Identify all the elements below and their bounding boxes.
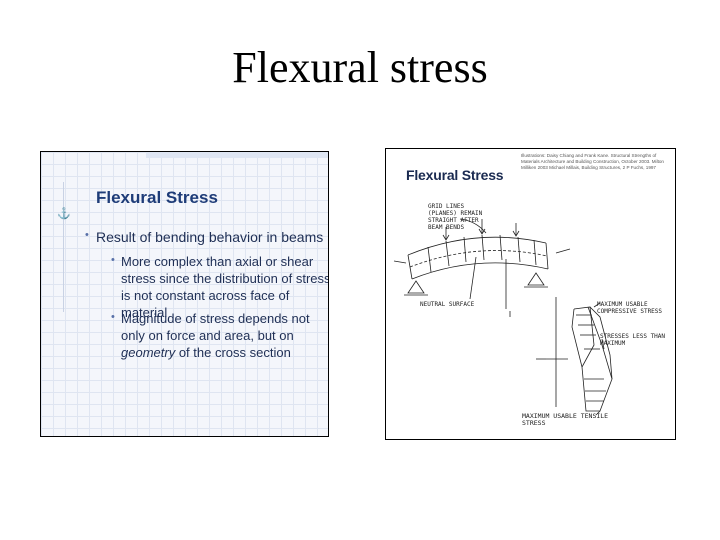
neutral-axis-line — [409, 250, 548, 268]
label-max-compressive: MAXIMUM USABLE COMPRESSIVE STRESS — [597, 301, 663, 315]
label-grid-lines: GRID LINES (PLANES) REMAIN STRAIGHT AFTE… — [428, 203, 483, 231]
label-neutral-surface: NEUTRAL SURFACE — [420, 301, 475, 308]
slide-margin-line — [63, 182, 64, 312]
embedded-slide-title: Flexural Stress — [96, 188, 218, 207]
label-max-tensile: MAXIMUM USABLE TENSILE STRESS — [522, 412, 609, 427]
page-title: Flexural stress — [232, 43, 488, 92]
anchor-icon: ⚓ — [57, 208, 71, 220]
sub-bullet-2: • Magnitude of stress depends not only o… — [111, 310, 328, 361]
illustration-citation: Illustrations: Daisy Chiang and Frank Ka… — [521, 153, 664, 170]
sub-bullet-1: • More complex than axial or shear stres… — [111, 253, 329, 321]
beam-top-edge — [407, 236, 547, 256]
slide-header-bar — [146, 152, 328, 158]
label-stresses-less: STRESSES LESS THAN MAXIMUM — [600, 333, 666, 347]
sub-bullet-2-before: Magnitude of stress depends not only on … — [121, 311, 310, 343]
sub-bullet-2-after: of the cross section — [175, 345, 291, 360]
right-illustration-image: Illustrations: Daisy Chiang and Frank Ka… — [385, 148, 676, 440]
stress-distribution-sketch — [536, 297, 613, 416]
beam-bending-sketch — [393, 218, 613, 416]
left-slide-image: ⚓ Flexural Stress • Result of bending be… — [40, 151, 329, 437]
beam-bottom-edge — [411, 262, 549, 280]
illustration-title: Flexural Stress — [406, 167, 504, 183]
bullet-main-text: Result of bending behavior in beams — [96, 229, 324, 245]
bullet-dot-icon: • — [111, 254, 115, 266]
bullet-main: • Result of bending behavior in beams — [85, 229, 324, 245]
sub-bullet-1-text: More complex than axial or shear stress … — [121, 254, 329, 320]
bullet-dot-icon: • — [111, 311, 115, 323]
sub-bullet-2-emphasis: geometry — [121, 345, 176, 360]
bullet-dot-icon: • — [85, 229, 89, 241]
